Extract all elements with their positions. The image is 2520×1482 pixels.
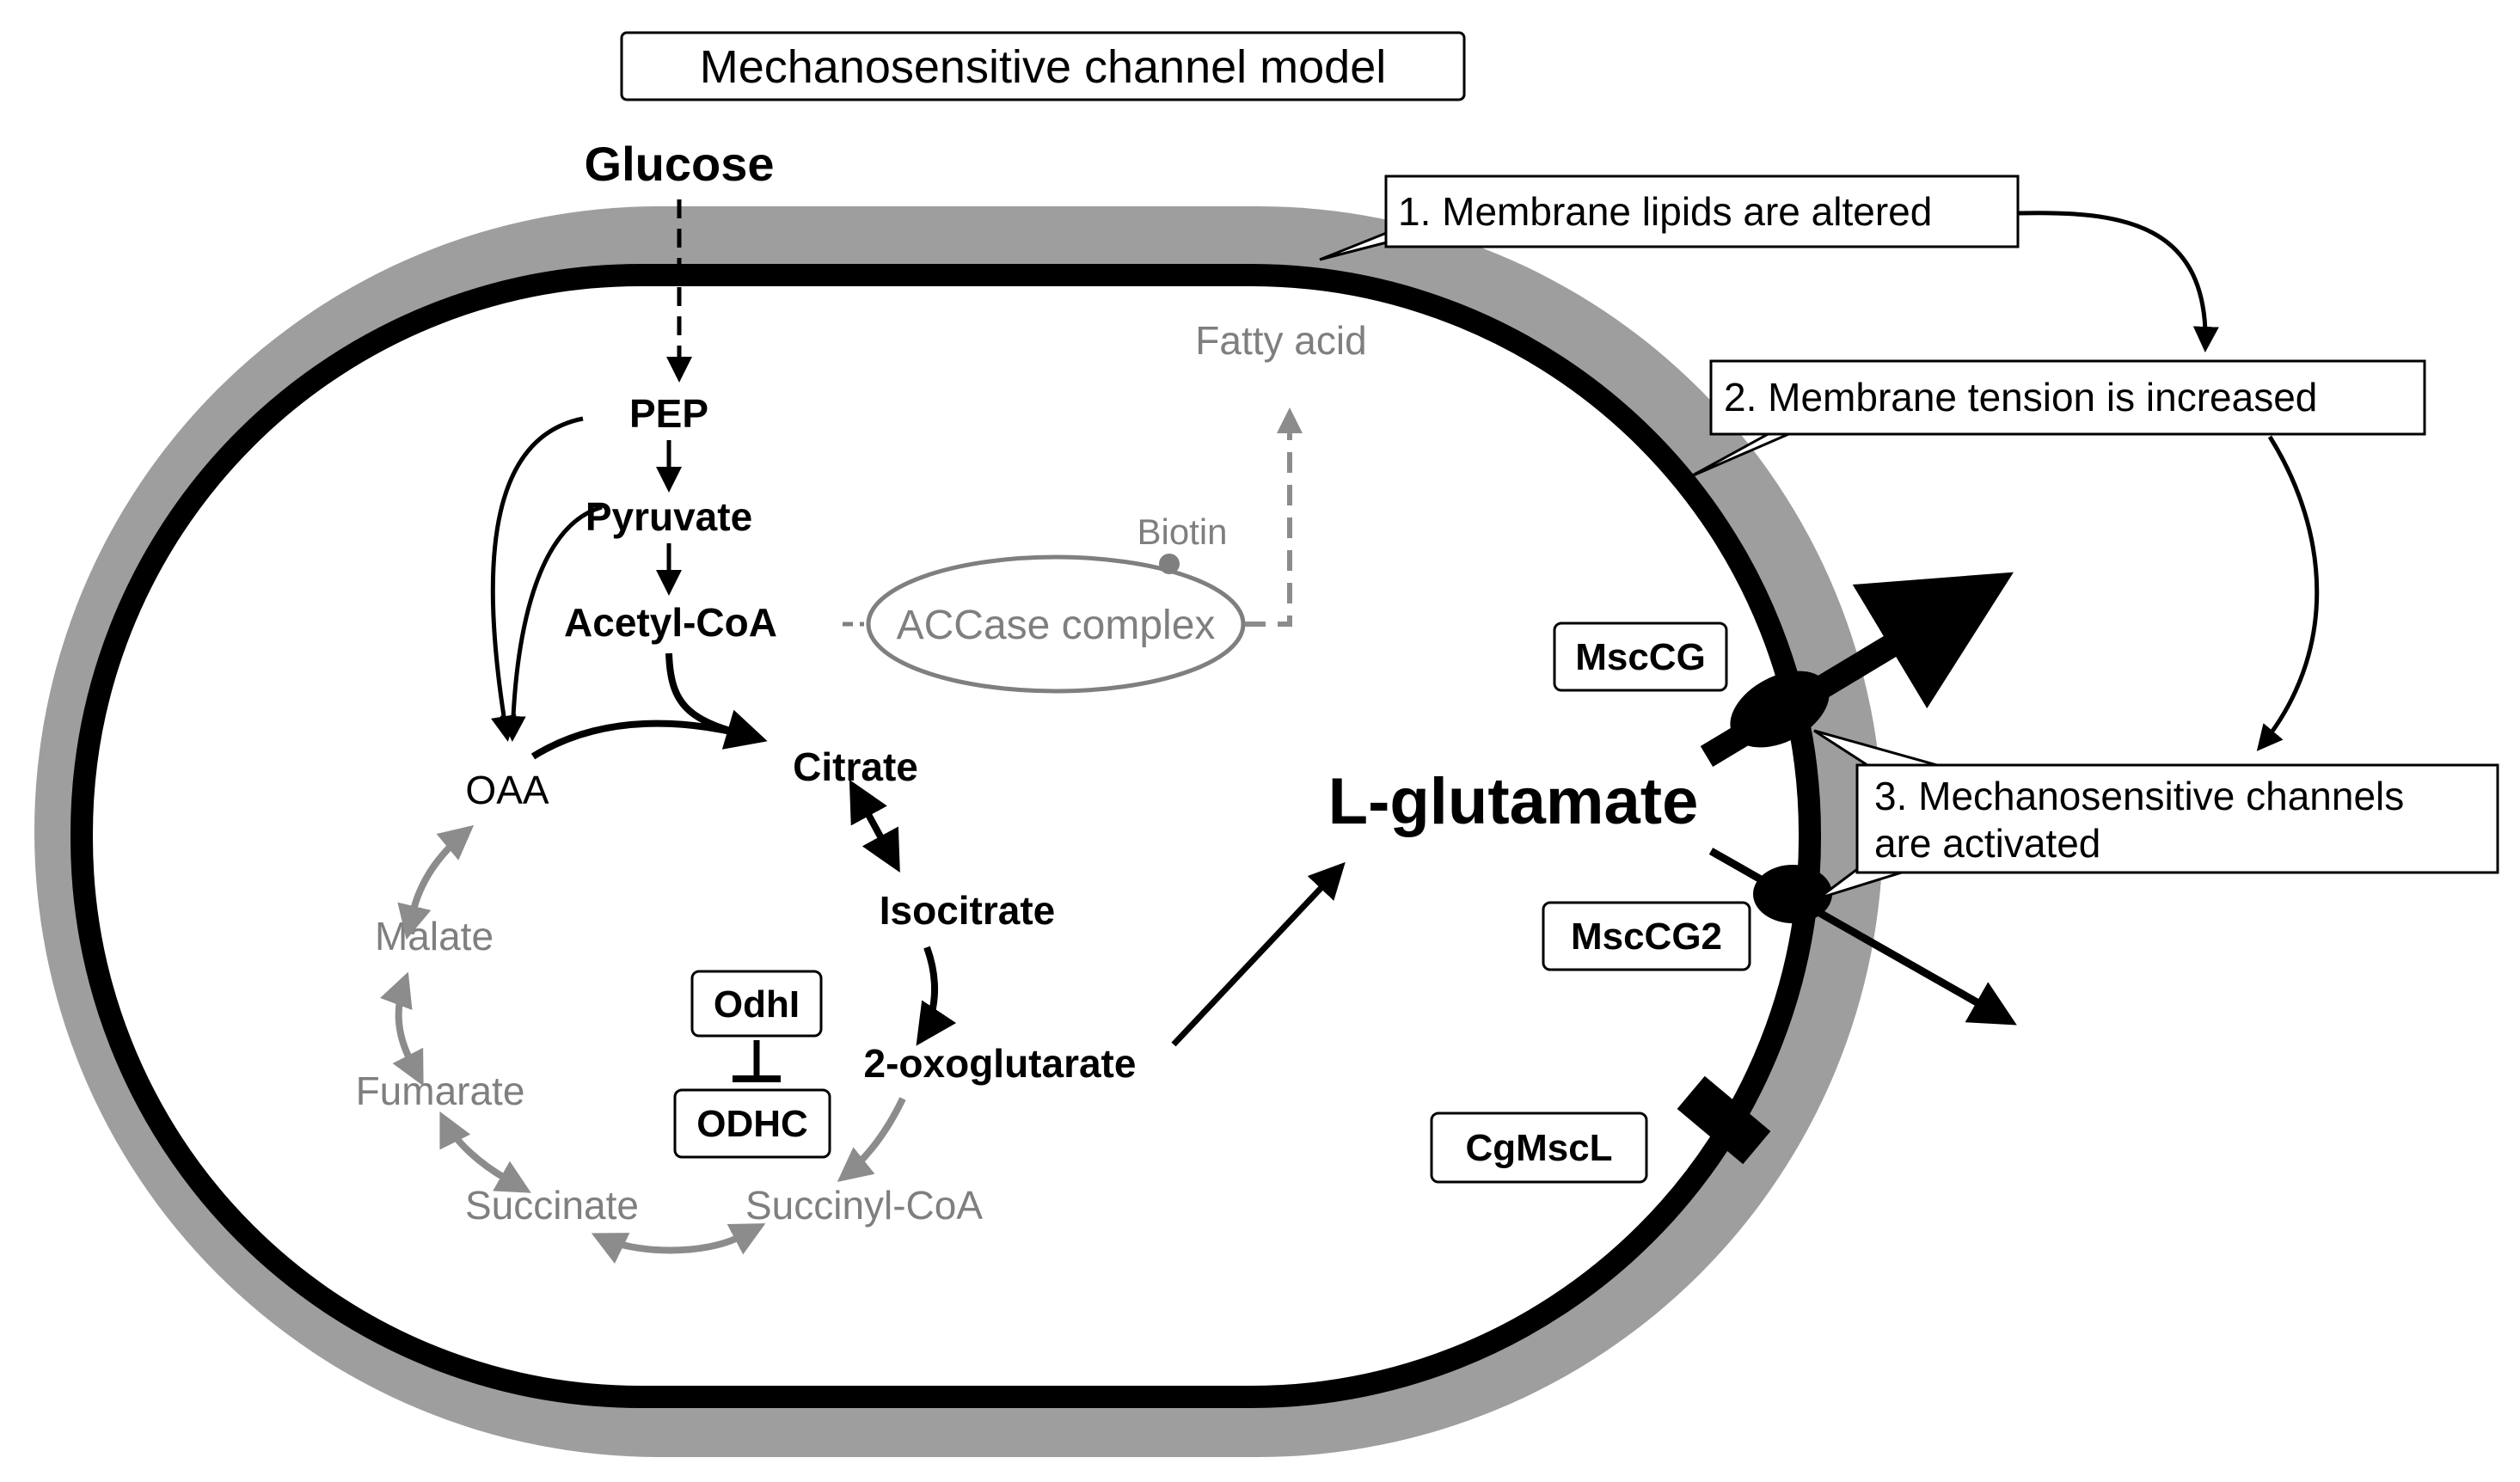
oxoglutarate-to-succinylcoa-arrow xyxy=(837,1097,906,1182)
odhi-label: OdhI xyxy=(714,983,800,1026)
succinate-fumarate-arrow xyxy=(439,1111,531,1193)
pyruvate-to-oaa-arrow xyxy=(500,505,603,742)
cgmscl-channel xyxy=(1677,1075,1771,1165)
accase-label: ACCase complex xyxy=(897,603,1216,648)
l-glutamate-label: L-glutamate xyxy=(1328,765,1699,838)
citrate-label: Citrate xyxy=(793,744,918,789)
step-3-text-line1: 3. Mechanosensitive channels xyxy=(1874,774,2404,818)
fatty-acid-label: Fatty acid xyxy=(1195,318,1366,363)
odhi-box: OdhI xyxy=(690,970,823,1038)
msccg2-box: MscCG2 xyxy=(1542,901,1751,971)
succinate-label: Succinate xyxy=(465,1183,639,1228)
pyruvate-label: Pyruvate xyxy=(586,494,752,539)
biotin-label: Biotin xyxy=(1137,511,1227,552)
glucose-label: Glucose xyxy=(585,137,775,191)
callout-step-2: 2. Membrane tension is increased xyxy=(1709,359,2426,436)
pep-label: PEP xyxy=(629,391,708,436)
oxoglutarate-to-glutamate-arrow xyxy=(1171,861,1346,1047)
callout-step-3: 3. Mechanosensitive channels are activat… xyxy=(1855,763,2499,874)
malate-label: Malate xyxy=(375,914,494,958)
callout-3-pointer-top xyxy=(1813,729,1944,769)
page-title: Mechanosensitive channel model xyxy=(700,41,1386,93)
fumarate-malate-arrow xyxy=(380,971,424,1087)
odhc-box: ODHC xyxy=(673,1088,831,1159)
fumarate-label: Fumarate xyxy=(356,1069,525,1113)
citrate-isocitrate-arrow xyxy=(849,779,900,873)
title-box: Mechanosensitive channel model xyxy=(620,31,1466,101)
isocitrate-to-oxoglutarate-arrow xyxy=(916,946,957,1046)
isocitrate-label: Isocitrate xyxy=(880,888,1056,933)
cgmscl-label: CgMscL xyxy=(1465,1127,1612,1169)
succinyl-coa-label: Succinyl-CoA xyxy=(745,1183,983,1228)
step-2-text: 2. Membrane tension is increased xyxy=(1724,375,2317,419)
step1-to-step2-arrow xyxy=(2017,211,2219,352)
cgmscl-box: CgMscL xyxy=(1430,1112,1648,1184)
msccg-box: MscCG xyxy=(1553,622,1728,692)
msccg-channel xyxy=(1730,671,1830,748)
acetyl-coa-label: Acetyl-CoA xyxy=(564,600,777,645)
oaa-to-citrate-arrow xyxy=(530,709,768,760)
step2-to-step3-arrow xyxy=(2256,435,2320,751)
msccg2-channel xyxy=(1753,865,1832,923)
msccg-label: MscCG xyxy=(1575,636,1706,678)
accase-to-fatty-acid-arrow xyxy=(1245,407,1303,627)
oaa-label: OAA xyxy=(465,768,549,812)
odhc-label: ODHC xyxy=(696,1103,808,1145)
msccg2-label: MscCG2 xyxy=(1571,916,1722,958)
callout-2-pointer xyxy=(1689,431,1793,479)
step-3-text-line2: are activated xyxy=(1874,821,2100,866)
succinylcoa-succinate-arrow xyxy=(591,1223,766,1265)
accase-complex xyxy=(866,554,1246,694)
malate-oaa-arrow xyxy=(397,824,475,940)
pep-to-oaa-arrow xyxy=(490,416,584,742)
biotin-marker xyxy=(1159,554,1180,574)
step-1-text: 1. Membrane lipids are altered xyxy=(1398,189,1932,234)
callout-step-1: 1. Membrane lipids are altered xyxy=(1384,175,2020,248)
oxoglutarate-label: 2-oxoglutarate xyxy=(864,1041,1137,1086)
